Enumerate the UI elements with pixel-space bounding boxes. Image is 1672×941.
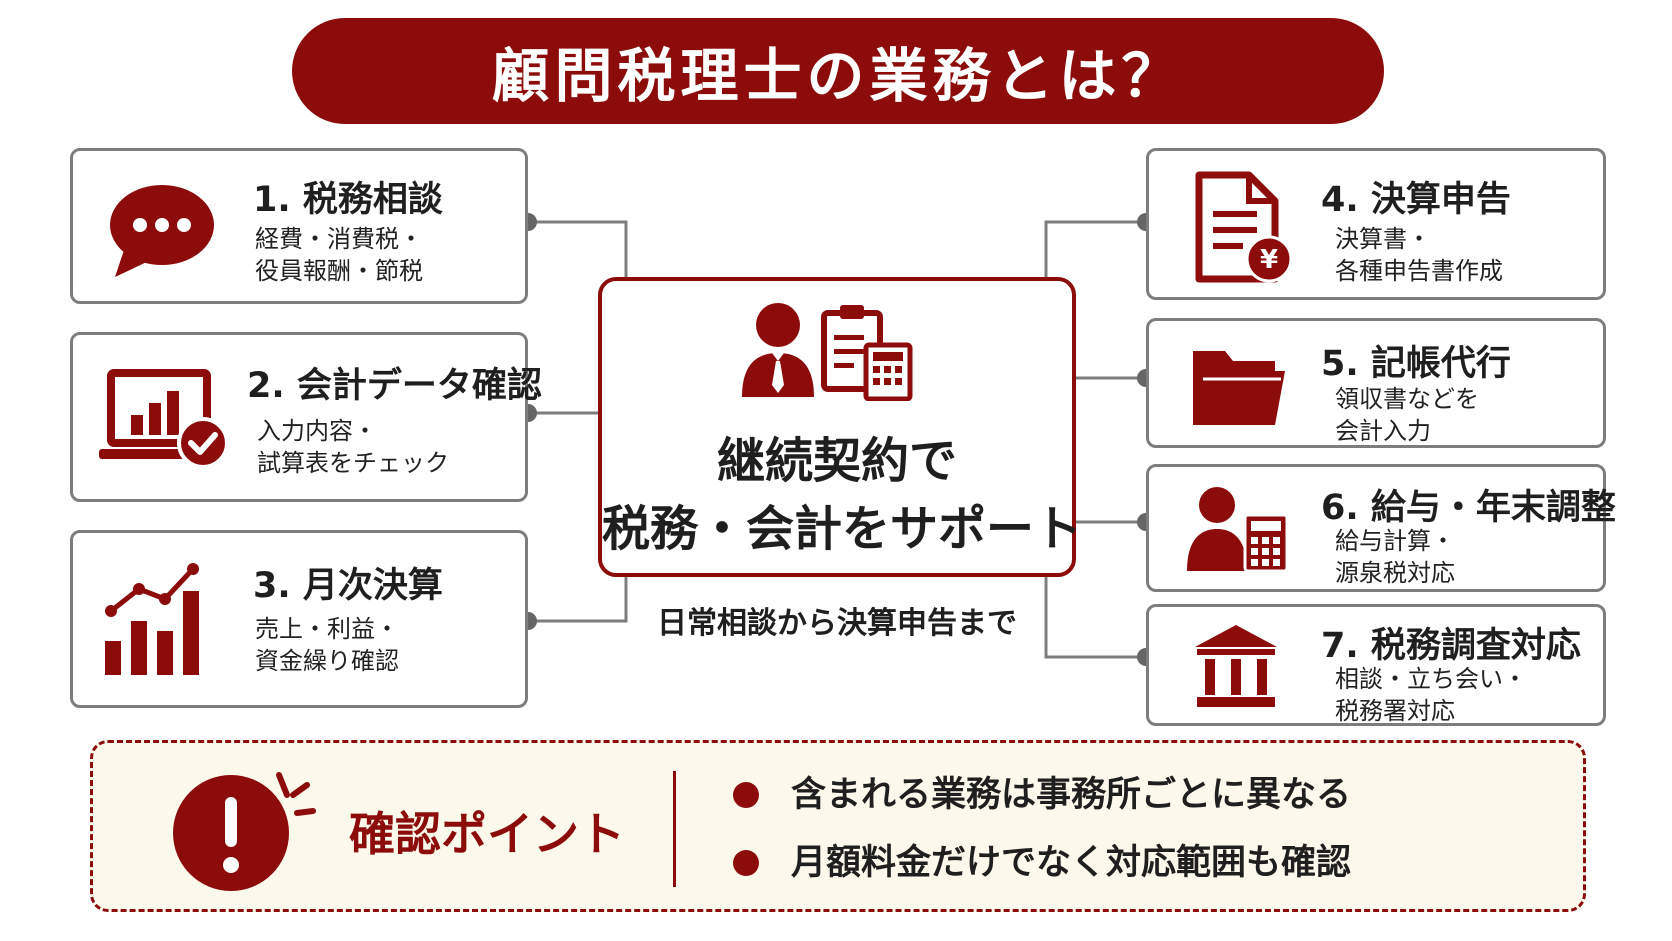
service-card-7: 7. 税務調査対応 相談・立ち会い・税務署対応 [1146, 604, 1606, 726]
center-summary-box: 継続契約で 税務・会計をサポート [598, 277, 1083, 577]
page-title: 顧問税理士の業務とは？ [292, 18, 1384, 124]
bullet-icon [733, 782, 759, 808]
document-yen-icon: ¥ [1195, 171, 1293, 283]
service-description: 領収書などを会計入力 [1335, 385, 1479, 445]
tax-accountant-clipboard-calculator-icon [742, 303, 913, 401]
service-heading: 5. 記帳代行 [1321, 344, 1511, 384]
check-point-box: 確認ポイント 含まれる業務は事務所ごとに異なる 月額料金だけでなく対応範囲も確認 [90, 740, 1586, 912]
check-point-list: 含まれる業務は事務所ごとに異なる 月額料金だけでなく対応範囲も確認 [733, 761, 1351, 897]
bar-chart-trend-icon [105, 563, 199, 675]
speech-bubble-icon [110, 185, 214, 277]
connector-3 [528, 577, 628, 623]
service-description: 入力内容・試算表をチェック [257, 417, 449, 477]
exclamation-alert-icon [173, 772, 316, 891]
service-heading: 1. 税務相談 [253, 180, 443, 220]
list-item: 月額料金だけでなく対応範囲も確認 [733, 829, 1351, 897]
svg-text:¥: ¥ [1260, 245, 1278, 275]
service-description: 給与計算・源泉税対応 [1335, 527, 1455, 587]
person-calculator-icon [1187, 487, 1289, 573]
government-building-icon [1195, 625, 1277, 707]
service-description: 決算書・各種申告書作成 [1335, 225, 1503, 285]
service-description: 売上・利益・資金繰り確認 [255, 615, 399, 675]
service-heading: 7. 税務調査対応 [1321, 626, 1581, 666]
service-card-2: 2. 会計データ確認 入力内容・試算表をチェック [70, 332, 542, 502]
service-heading: 3. 月次決算 [253, 566, 443, 606]
check-point-label: 確認ポイント [349, 807, 625, 861]
connector-7 [1044, 577, 1146, 659]
divider [673, 771, 676, 887]
service-description: 経費・消費税・役員報酬・節税 [255, 225, 423, 285]
service-heading: 6. 給与・年末調整 [1321, 488, 1616, 528]
folder-icon [1193, 351, 1285, 425]
service-heading: 2. 会計データ確認 [247, 366, 542, 406]
service-card-6: 6. 給与・年末調整 給与計算・源泉税対応 [1146, 464, 1616, 592]
service-card-4: ¥ 4. 決算申告 決算書・各種申告書作成 [1146, 148, 1606, 300]
center-caption: 日常相談から決算申告まで [657, 606, 1017, 641]
connector-4 [1044, 220, 1146, 277]
service-card-1: 1. 税務相談 経費・消費税・役員報酬・節税 [70, 148, 528, 304]
bullet-icon [733, 850, 759, 876]
service-heading: 4. 決算申告 [1321, 180, 1511, 220]
connector-1 [528, 220, 628, 277]
service-card-3: 3. 月次決算 売上・利益・資金繰り確認 [70, 530, 528, 708]
laptop-chart-check-icon [99, 369, 229, 469]
center-headline-1: 継続契約で [716, 433, 957, 489]
service-description: 相談・立ち会い・税務署対応 [1335, 665, 1527, 725]
list-item: 含まれる業務は事務所ごとに異なる [733, 761, 1351, 829]
service-card-5: 5. 記帳代行 領収書などを会計入力 [1146, 318, 1606, 448]
center-headline-2: 税務・会計をサポート [602, 501, 1083, 557]
